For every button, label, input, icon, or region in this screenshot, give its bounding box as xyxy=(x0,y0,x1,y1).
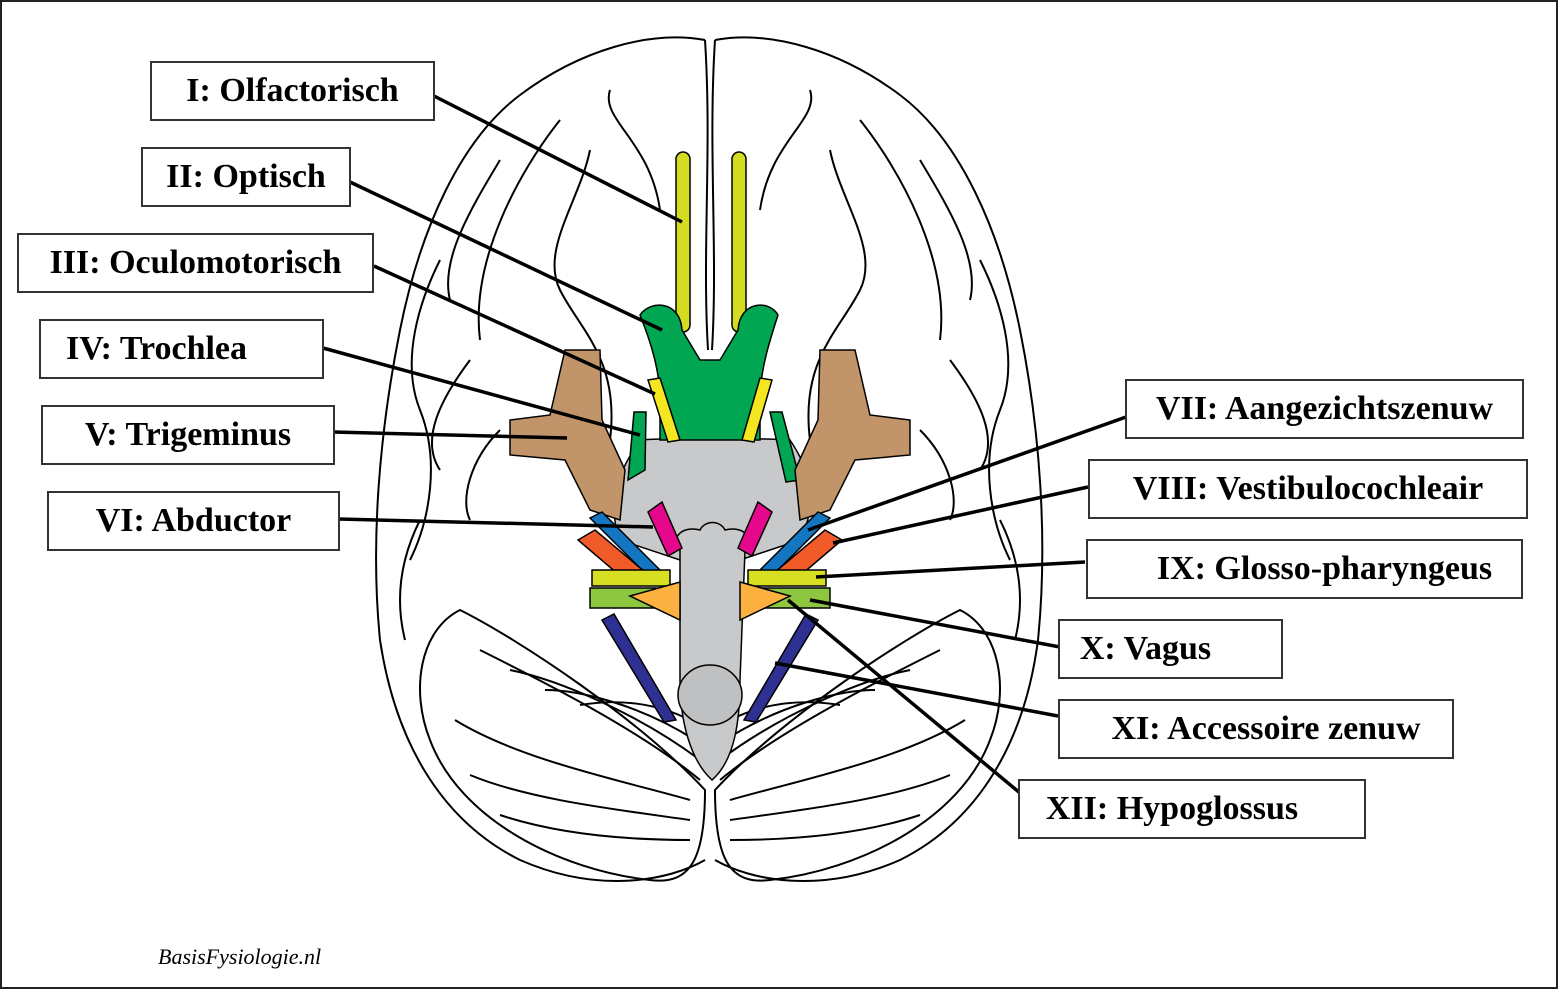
nerve-XI-right xyxy=(739,581,793,622)
medulla-olive xyxy=(677,664,743,726)
leader-line-III xyxy=(373,264,656,396)
credit-text: BasisFysiologie.nl xyxy=(158,944,322,969)
nerve-VI-left xyxy=(647,500,683,558)
nerve-XII-right xyxy=(742,613,820,723)
leader-line-XII xyxy=(786,598,1022,795)
nerve-XII-left xyxy=(600,613,678,723)
label-I-olfactorisch: I: Olfactorisch xyxy=(150,61,435,121)
leader-line-VIII xyxy=(832,485,1089,545)
leader-line-VI xyxy=(338,517,654,529)
nerve-XI-left xyxy=(627,581,681,622)
label-VI-abductor: VI: Abductor xyxy=(47,491,340,551)
leader-line-IV xyxy=(322,346,641,437)
leader-line-X xyxy=(809,598,1061,649)
nerve-V-right xyxy=(794,349,911,522)
nerve-IX-right xyxy=(747,569,827,587)
nerve-I-left xyxy=(675,151,691,333)
nerve-III-right xyxy=(741,377,773,443)
leader-line-XI xyxy=(774,661,1059,718)
nerve-I-right xyxy=(731,151,747,333)
nerve-VI-right xyxy=(737,500,773,558)
leader-line-V xyxy=(332,430,568,440)
label-III-oculomotorisch: III: Oculomotorisch xyxy=(17,233,374,293)
label-X-vagus: X: Vagus xyxy=(1058,619,1283,679)
nerve-IV-left xyxy=(627,411,647,482)
label-XII-hypoglossus: XII: Hypoglossus xyxy=(1018,779,1366,839)
label-II-optisch: II: Optisch xyxy=(141,147,351,207)
nerve-III-left xyxy=(647,377,681,443)
label-V-trigeminus: V: Trigeminus xyxy=(41,405,335,465)
medulla xyxy=(675,521,750,782)
cerebrum-outline xyxy=(375,36,1044,882)
label-XI-accessoire-zenuw: XI: Accessoire zenuw xyxy=(1058,699,1454,759)
nerve-V-left xyxy=(509,349,626,522)
cerebellum-outline xyxy=(419,608,1001,882)
label-IX-glosso-pharyngeus: IX: Glosso-pharyngeus xyxy=(1086,539,1523,599)
leader-line-I xyxy=(433,94,683,224)
leader-line-II xyxy=(349,180,663,332)
leader-lines xyxy=(322,94,1127,795)
leader-line-VII xyxy=(807,415,1127,532)
label-IV-trochlea: IV: Trochlea xyxy=(39,319,324,379)
label-VIII-vestibulocochleair: VIII: Vestibulocochleair xyxy=(1088,459,1528,519)
leader-line-IX xyxy=(815,560,1086,579)
label-VII-aangezichtszenuw: VII: Aangezichtszenuw xyxy=(1125,379,1524,439)
nerve-IX-left xyxy=(591,569,671,587)
